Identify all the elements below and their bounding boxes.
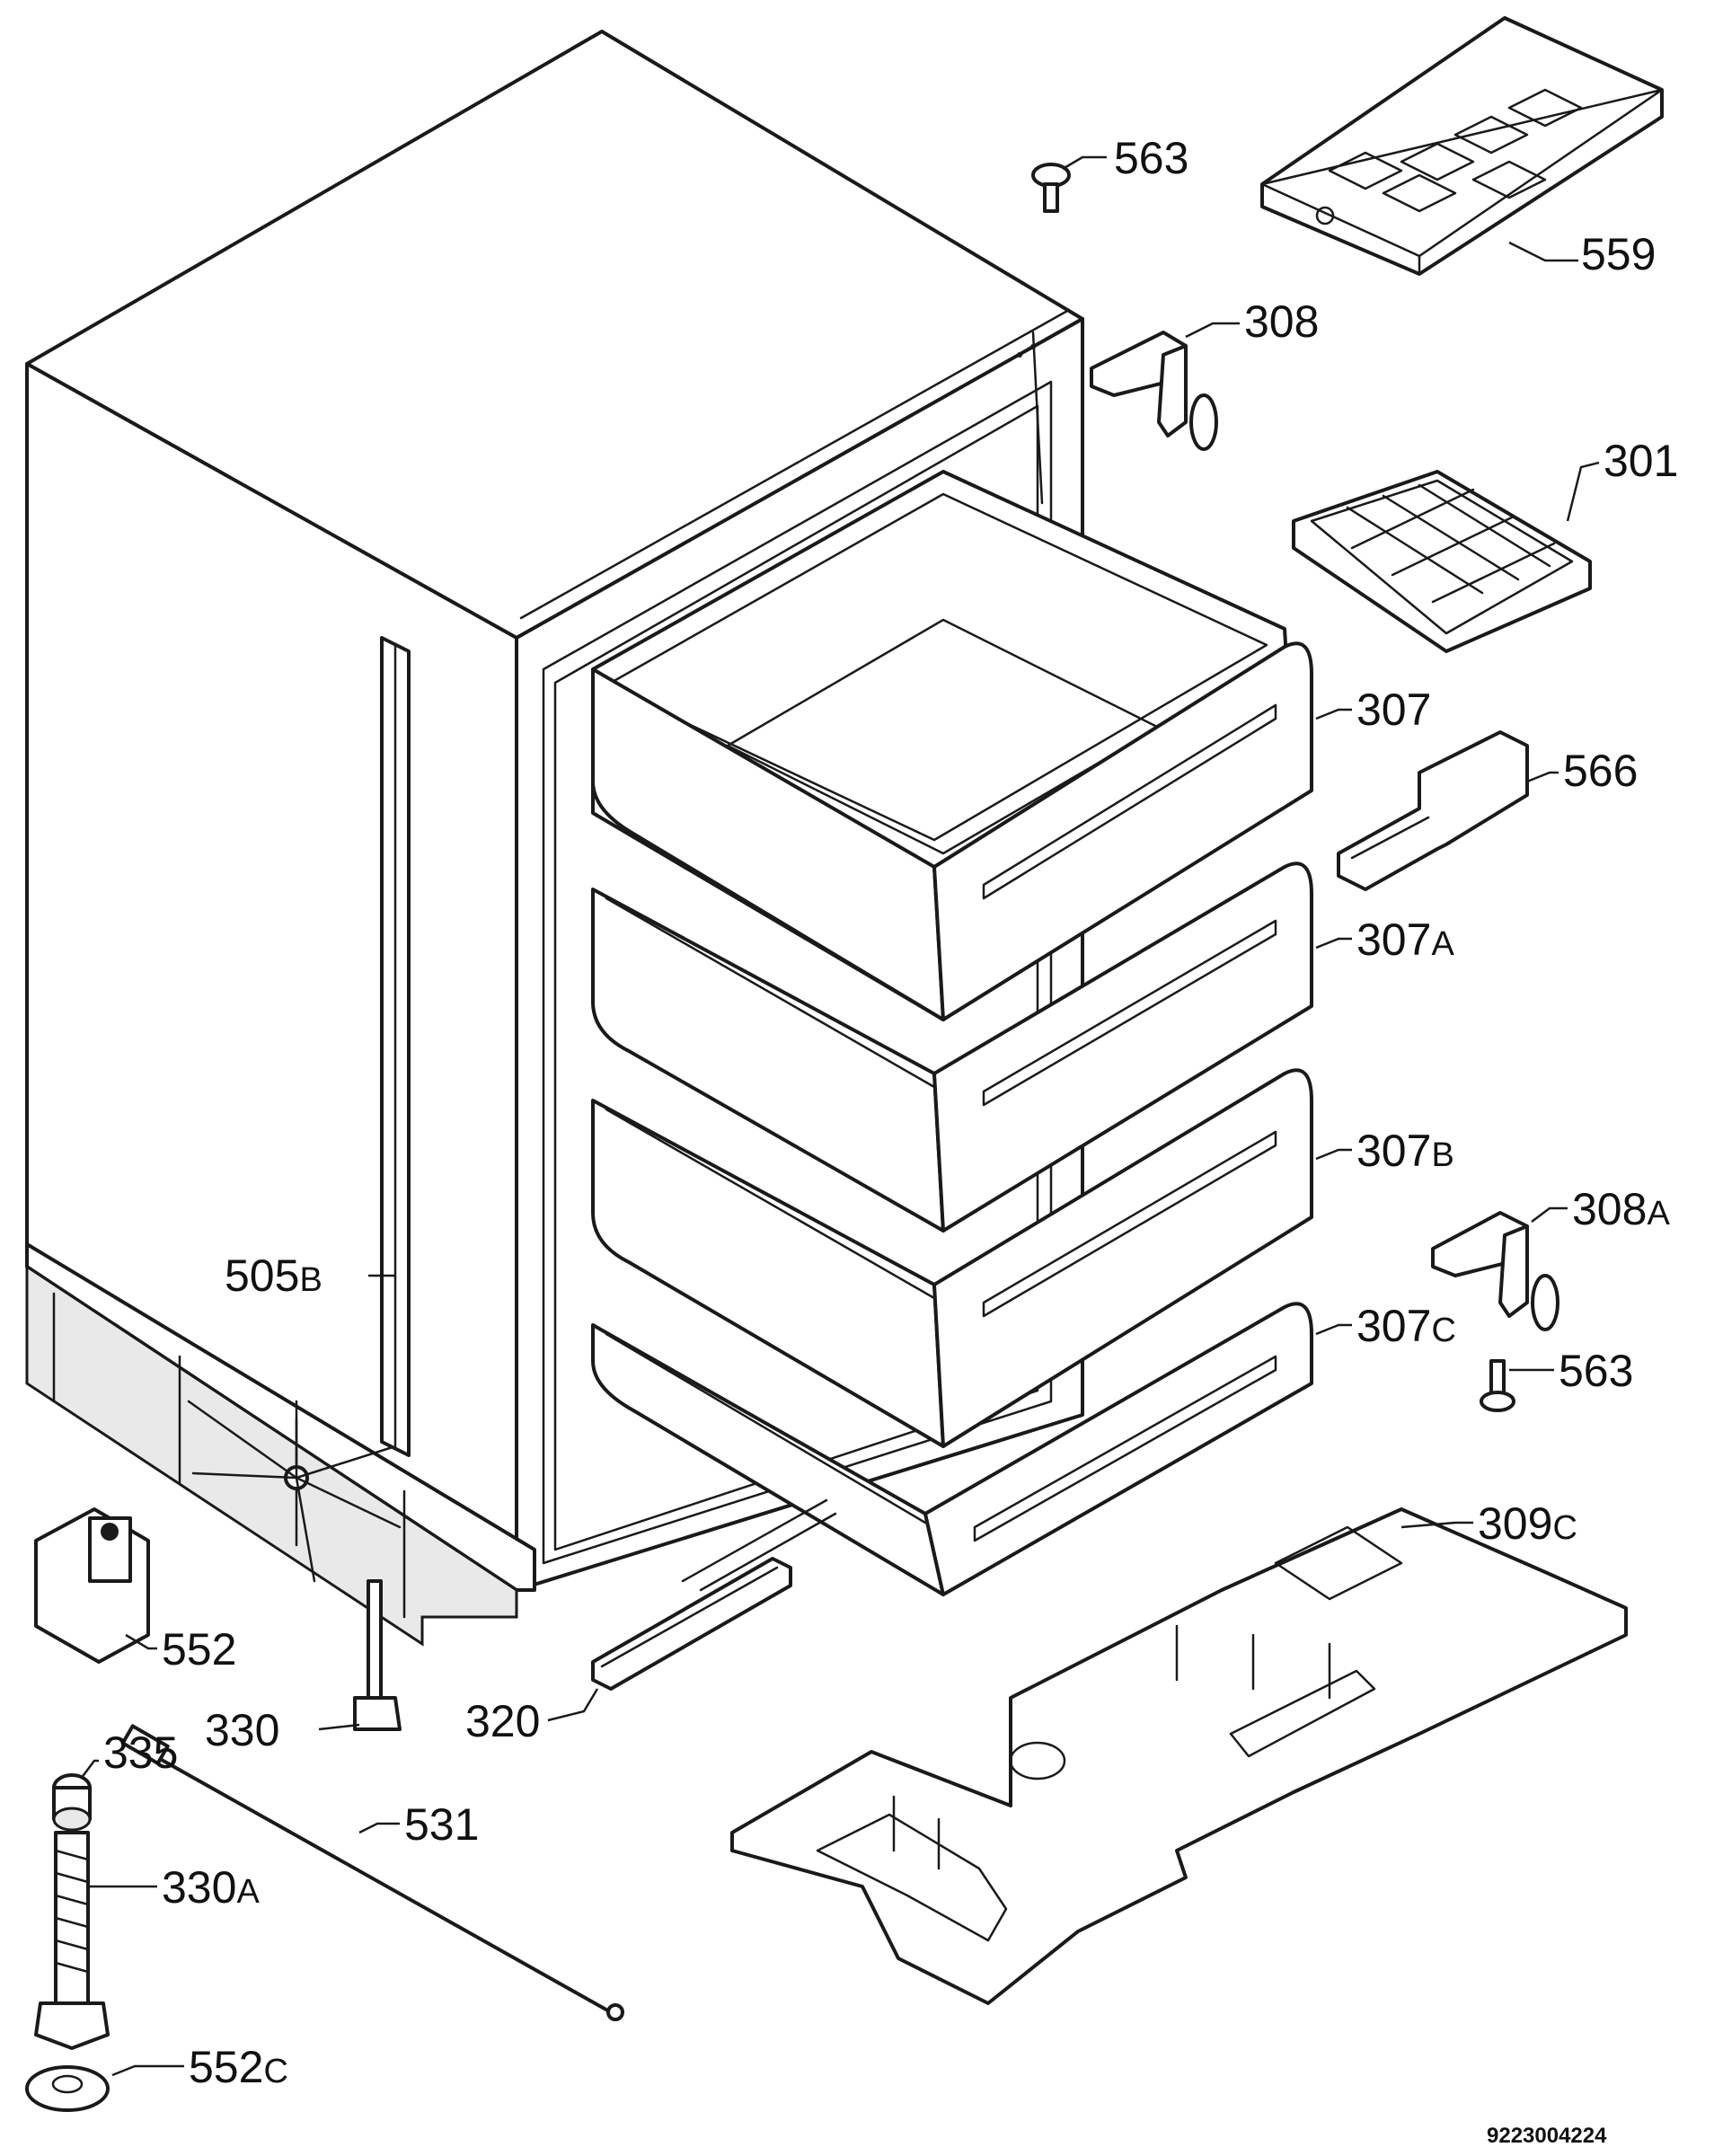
plug-563-bottom: [1480, 1359, 1515, 1412]
scraper-566: [1337, 730, 1529, 891]
label-320: 320: [465, 1696, 540, 1746]
bracket-552: [34, 1507, 150, 1664]
label-307B: 307B: [1356, 1126, 1454, 1176]
document-number: 9223004224: [1487, 2124, 1607, 2148]
adjusting-foot-330A: [34, 1831, 110, 2050]
leader-lines: [80, 155, 1600, 2077]
ice-tray-301: [1292, 470, 1592, 653]
label-552C: 552C: [189, 2042, 288, 2092]
label-559: 559: [1581, 229, 1656, 279]
label-505B: 505B: [225, 1250, 322, 1301]
ice-pack-559: [1260, 16, 1664, 276]
cover-309C: [730, 1507, 1628, 2005]
label-330A: 330A: [162, 1862, 260, 1913]
label-307C: 307C: [1356, 1301, 1456, 1351]
label-531: 531: [404, 1799, 479, 1850]
cap-552C: [25, 2065, 110, 2112]
label-309C: 309C: [1478, 1498, 1577, 1549]
label-563-top: 563: [1114, 133, 1188, 183]
drawer-307C: [591, 1302, 1313, 1596]
gear-335: [52, 1773, 92, 1832]
label-301: 301: [1604, 436, 1678, 486]
label-330: 330: [205, 1705, 279, 1755]
label-563-bottom: 563: [1559, 1346, 1633, 1396]
drawer-307A: [591, 862, 1313, 1233]
drawer-307: [591, 470, 1313, 1021]
label-308: 308: [1244, 296, 1319, 347]
rod-531: [120, 1724, 624, 2021]
part-labels: 563 559 308 301 307 566 307A 307B 308A 3…: [103, 133, 1678, 2148]
hinge-308: [1090, 331, 1218, 451]
label-552: 552: [162, 1624, 236, 1674]
kickplate-320: [591, 1498, 837, 1691]
plug-563-top: [1031, 163, 1071, 213]
label-307A: 307A: [1356, 915, 1454, 965]
label-335: 335: [103, 1727, 178, 1778]
label-308A: 308A: [1572, 1184, 1670, 1234]
label-566: 566: [1563, 746, 1638, 796]
drawer-307B: [591, 1068, 1313, 1448]
label-307: 307: [1356, 685, 1431, 735]
foot-330: [353, 1579, 402, 1731]
hinge-308A: [1431, 1211, 1559, 1331]
